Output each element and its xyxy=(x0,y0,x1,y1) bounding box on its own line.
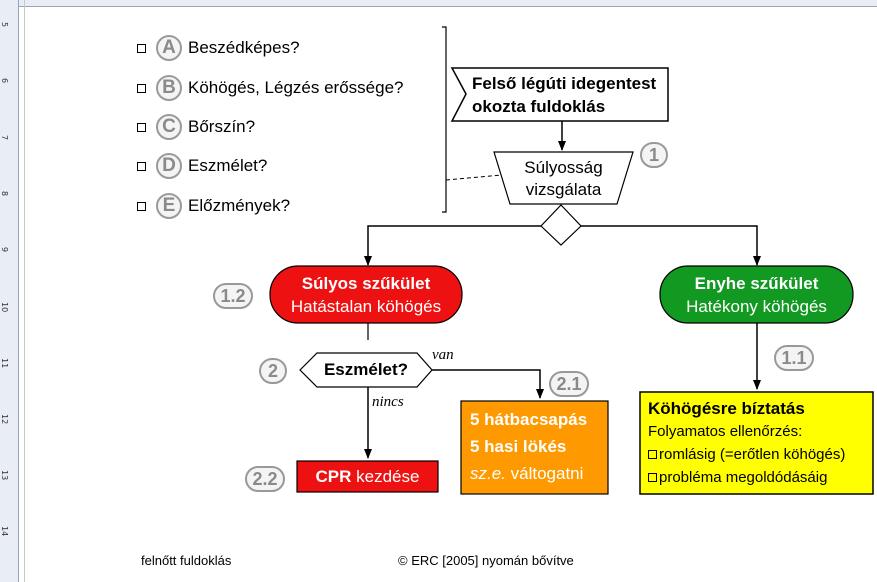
severe-node-shape xyxy=(269,265,463,324)
cough-line-3-text: probléma megoldódásáig xyxy=(659,469,828,486)
assess-line-1: Súlyosság xyxy=(524,158,603,177)
mild-title: Enyhe szűkület xyxy=(694,274,819,293)
question-text: Előzmények? xyxy=(188,196,291,215)
checkbox-bullet-icon xyxy=(648,473,657,482)
top-ruler xyxy=(18,0,877,7)
dashed-connector xyxy=(445,174,503,181)
page-edge xyxy=(24,0,25,582)
question-item-d: D Eszmélet? xyxy=(137,153,267,179)
mild-node-label: Enyhe szűkület Hatékony köhögés xyxy=(660,272,853,318)
assess-node-shape xyxy=(493,151,634,205)
cough-line-2-text: romlásig (=erőtlen köhögés) xyxy=(659,446,846,463)
letter-badge: B xyxy=(156,75,182,101)
action-line-2: 5 hasi lökés xyxy=(470,437,567,456)
assess-node-label: Súlyosság vizsgálata xyxy=(494,157,633,201)
cough-line-1: Folyamatos ellenőrzés: xyxy=(648,423,803,440)
action-line-3-italic: sz.e. xyxy=(470,464,506,483)
step-number-1: 1 xyxy=(640,142,668,168)
checkbox-bullet-icon xyxy=(137,43,146,53)
step-number-2-1: 2.1 xyxy=(549,371,589,397)
question-item-c: C Bőrszín? xyxy=(137,114,255,140)
question-text: Eszmélet? xyxy=(188,156,268,175)
assess-line-2: vizsgálata xyxy=(525,180,602,199)
start-node-shape xyxy=(450,67,669,122)
cough-title: Köhögésre bíztatás xyxy=(648,399,805,418)
severe-title: Súlyos szűkület xyxy=(301,274,431,293)
action-line-3: sz.e. váltogatni xyxy=(470,460,587,487)
cpr-node-label: CPR kezdése xyxy=(297,467,438,487)
footer-left: felnőtt fuldoklás xyxy=(141,553,232,568)
checkbox-bullet-icon xyxy=(137,201,146,211)
connector xyxy=(581,225,761,266)
cough-node-label: Köhögésre bíztatás Folyamatos ellenőrzés… xyxy=(648,397,845,489)
mild-subtitle: Hatékony köhögés xyxy=(686,297,827,316)
checkbox-bullet-icon xyxy=(137,161,146,171)
edge-label-yes: van xyxy=(432,347,454,363)
action-line-1: 5 hátbacsapás xyxy=(470,410,588,429)
start-node-label: Felső légúti idegentest okozta fuldoklás xyxy=(472,72,656,118)
start-line-2: okozta fuldoklás xyxy=(472,97,606,116)
cough-node-shape xyxy=(639,391,874,495)
connector xyxy=(432,369,544,399)
cough-line-2: romlásig (=erőtlen köhögés) xyxy=(648,443,845,466)
edge-label-no: nincs xyxy=(372,394,404,410)
question-text: Beszédképes? xyxy=(188,38,300,57)
cpr-node-shape xyxy=(296,460,439,493)
step-number-1-1: 1.1 xyxy=(774,345,814,371)
letter-badge: E xyxy=(156,193,182,219)
step-number-1-2: 1.2 xyxy=(213,283,253,309)
checkbox-bullet-icon xyxy=(137,122,146,132)
start-line-1: Felső légúti idegentest xyxy=(472,74,657,93)
letter-badge: A xyxy=(156,35,182,61)
connector xyxy=(364,225,541,266)
severe-subtitle: Hatástalan köhögés xyxy=(290,297,442,316)
severe-node-label: Súlyos szűkület Hatástalan köhögés xyxy=(270,272,462,318)
footer-right: © ERC [2005] nyomán bővítve xyxy=(398,553,574,568)
action-node-shape xyxy=(460,400,609,495)
question-item-b: B Köhögés, Légzés erőssége? xyxy=(137,75,404,101)
checkbox-bullet-icon xyxy=(137,83,146,93)
question-item-e: E Előzmények? xyxy=(137,193,290,219)
step-number-2: 2 xyxy=(259,358,287,384)
letter-badge: C xyxy=(156,114,182,140)
checkbox-bullet-icon xyxy=(648,450,657,459)
question-text: Bőrszín? xyxy=(188,117,256,136)
cough-line-3: probléma megoldódásáig xyxy=(648,466,845,489)
cpr-bold: CPR xyxy=(315,467,352,486)
step-number-2-2: 2.2 xyxy=(245,466,285,492)
question-text: Köhögés, Légzés erőssége? xyxy=(188,78,404,97)
decision-diamond xyxy=(540,204,582,246)
conscious-node-label: Eszmélet? xyxy=(323,360,409,379)
question-item-a: A Beszédképes? xyxy=(137,35,300,61)
action-node-label: 5 hátbacsapás 5 hasi lökés sz.e. váltoga… xyxy=(470,406,587,487)
letter-badge: D xyxy=(156,153,182,179)
left-ruler: 5 6 7 8 9 10 11 12 13 14 xyxy=(0,0,19,582)
action-line-3-rest: váltogatni xyxy=(505,464,584,483)
question-bracket xyxy=(442,26,447,213)
cpr-rest: kezdése xyxy=(351,467,420,486)
